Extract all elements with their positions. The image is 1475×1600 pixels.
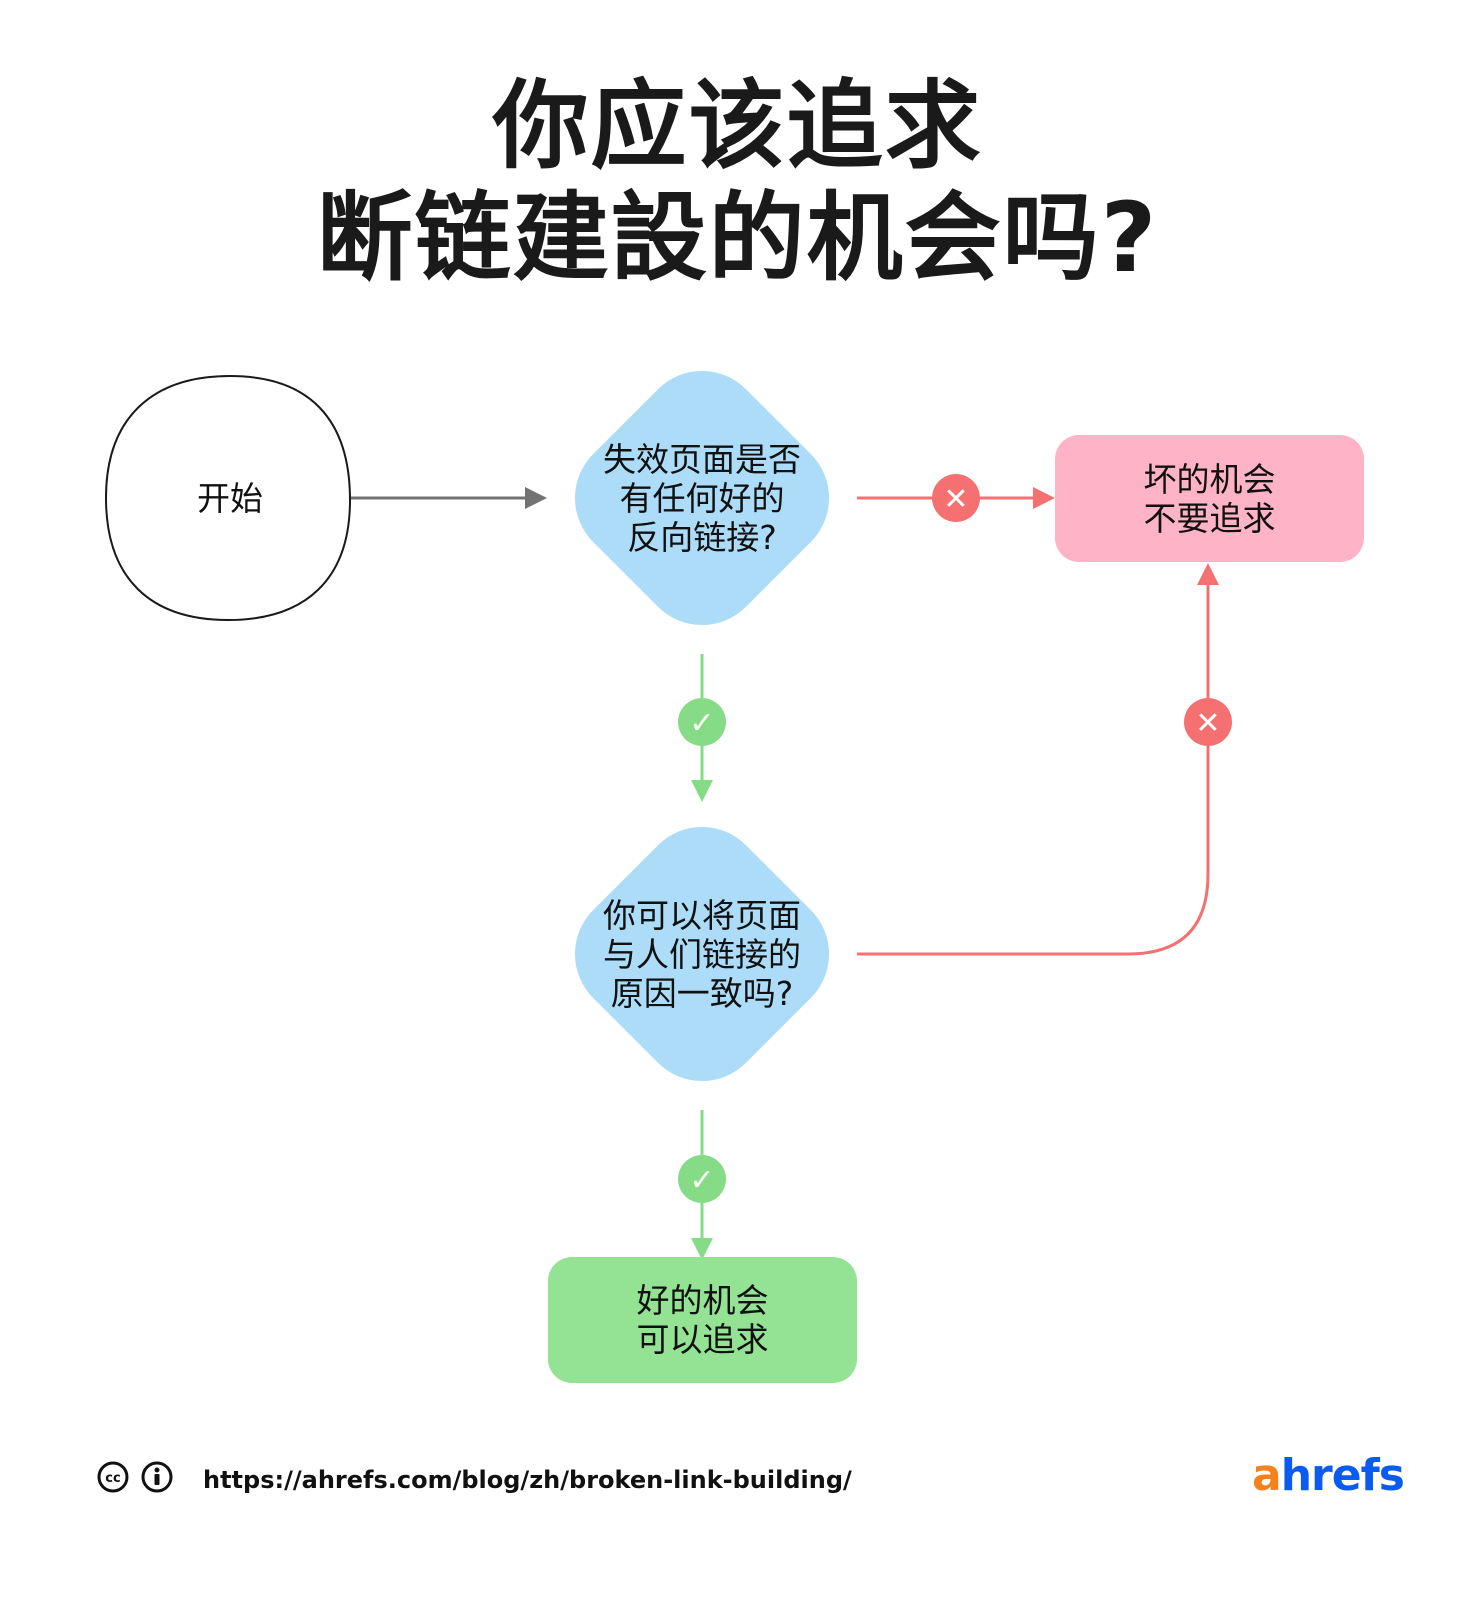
start-label: 开始 (197, 478, 263, 518)
svg-text:cc: cc (105, 1471, 120, 1486)
good-outcome-box (548, 1257, 857, 1383)
title-line-1: 你应该追求 (492, 70, 983, 182)
bad-outcome-label: 坏的机会 不要追求 (1143, 460, 1276, 538)
ahrefs-logo: ahrefs (1252, 1450, 1405, 1501)
yes-marker-2: ✓ (678, 1155, 726, 1203)
no-icon: ✕ (943, 482, 968, 517)
question-1-label: 失效页面是否 有任何好的 反向链接? (603, 439, 801, 557)
source-url-link[interactable]: https://ahrefs.com/blog/zh/broken-link-b… (203, 1466, 852, 1494)
check-icon: ✓ (689, 706, 714, 741)
question-2-label: 你可以将页面 与人们链接的 原因一致吗? (603, 895, 801, 1013)
title-line-2: 断链建設的机会吗? (316, 182, 1159, 294)
no-icon: ✕ (1195, 706, 1220, 741)
start-node (104, 374, 352, 622)
license-icons: cc (96, 1460, 176, 1500)
attribution-icon (141, 1461, 173, 1493)
no-marker-1: ✕ (932, 474, 980, 522)
decision-node-1 (574, 370, 830, 626)
check-icon: ✓ (689, 1163, 714, 1198)
no-marker-2: ✕ (1184, 698, 1232, 746)
bad-outcome-box (1055, 435, 1364, 562)
creative-commons-icon: cc (97, 1461, 129, 1493)
page-title: 你应该追求 断链建設的机会吗? (0, 70, 1475, 294)
yes-marker-1: ✓ (678, 698, 726, 746)
connector-start-to-q1 (350, 487, 547, 509)
decision-node-2 (574, 826, 830, 1082)
good-outcome-label: 好的机会 可以追求 (636, 1281, 769, 1359)
connector-q2-to-bad (857, 563, 1219, 956)
